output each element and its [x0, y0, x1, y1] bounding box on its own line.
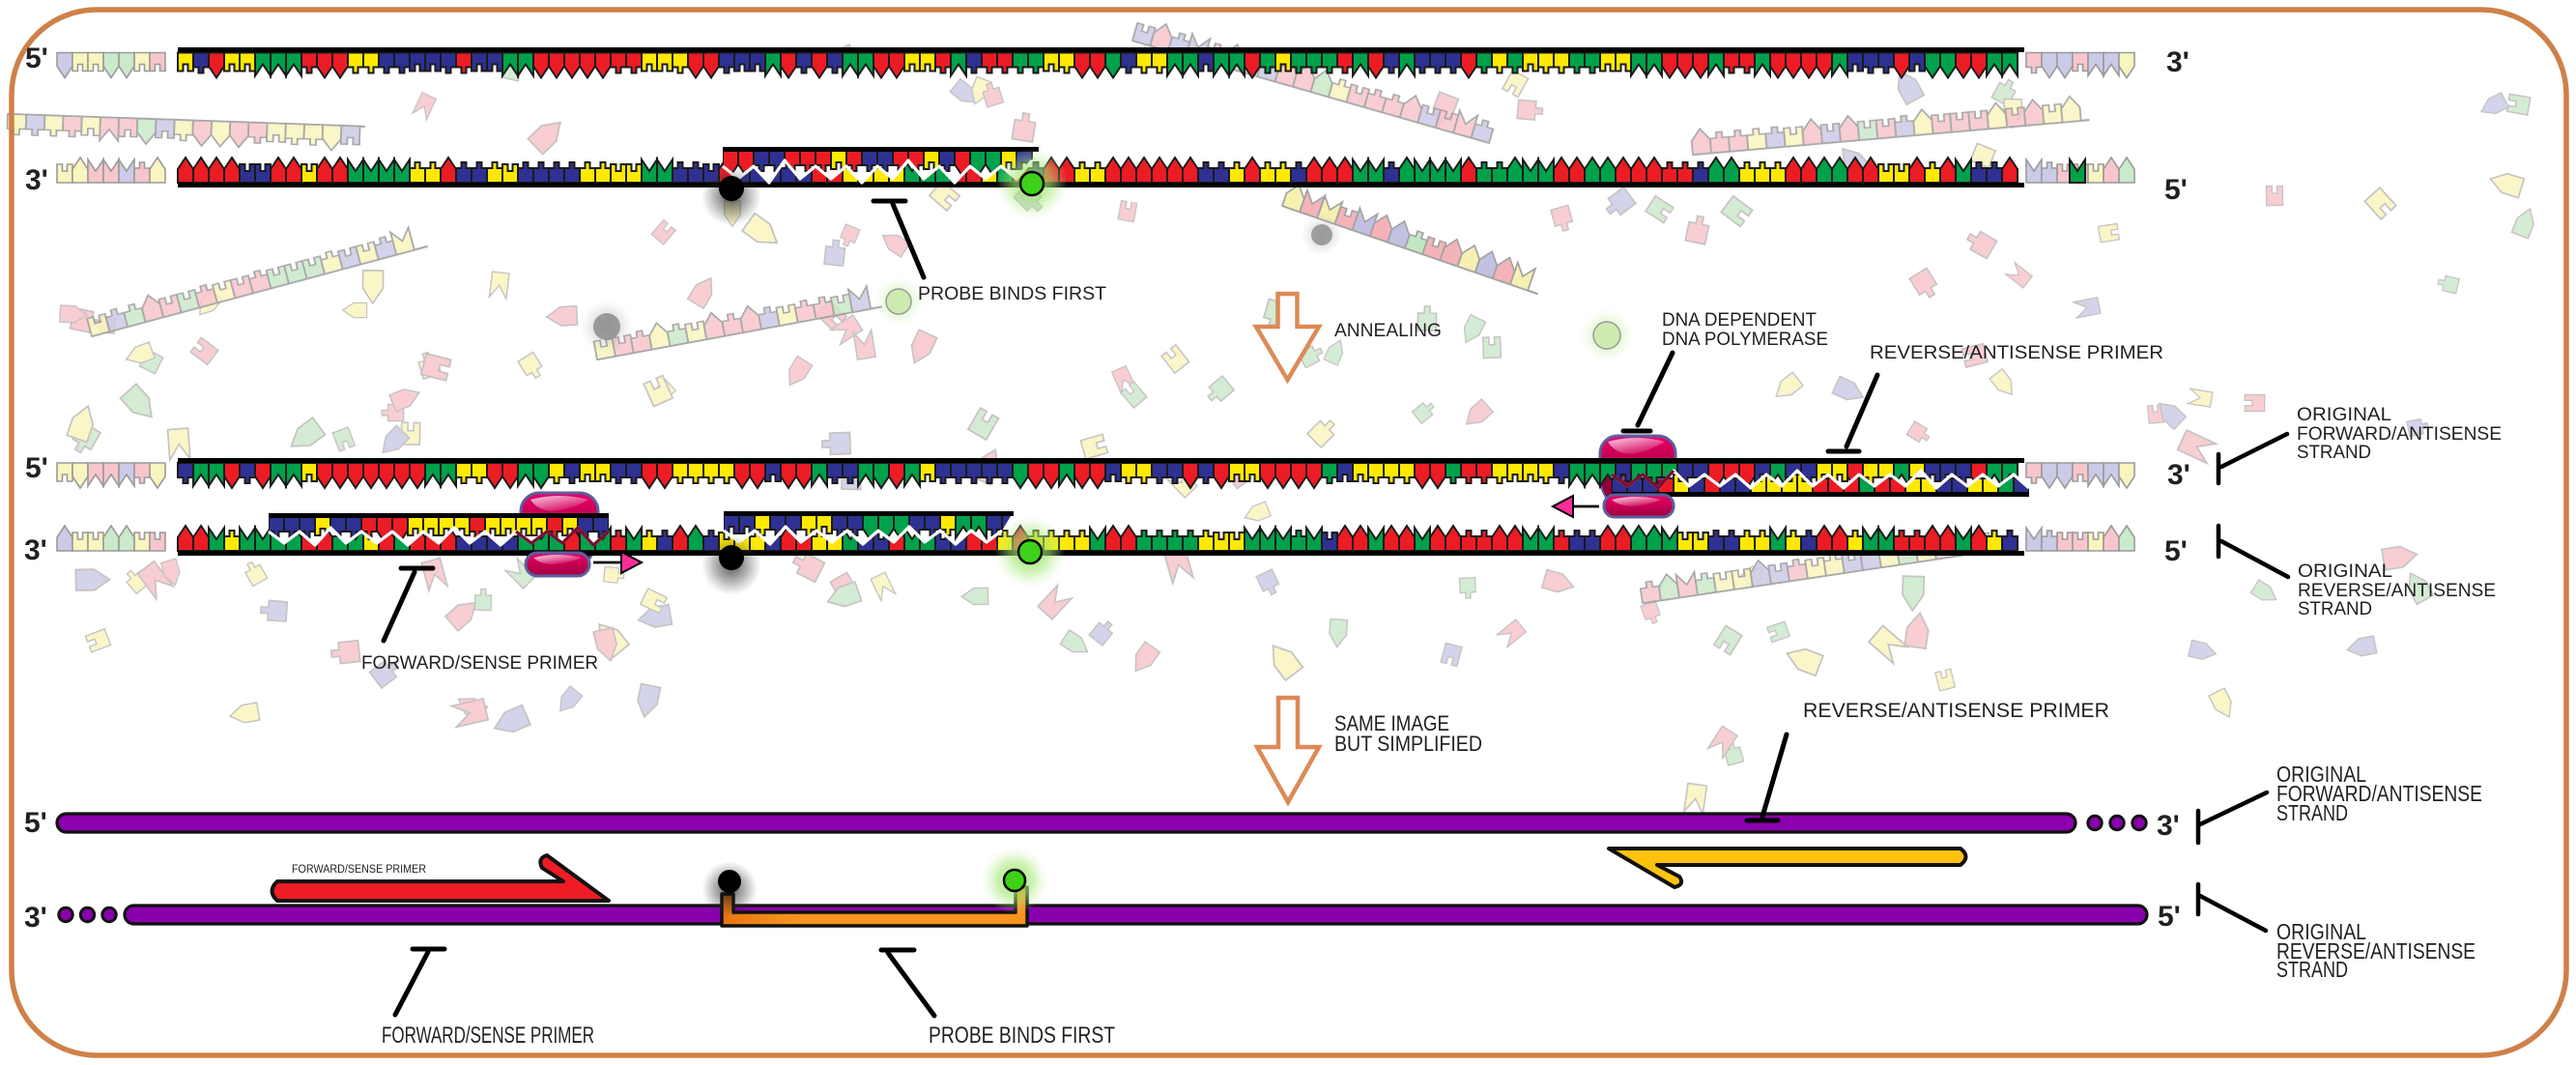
svg-text:PROBE BINDS FIRST: PROBE BINDS FIRST [929, 1022, 1115, 1049]
svg-text:3': 3' [25, 164, 48, 196]
svg-text:ANNEALING: ANNEALING [1334, 320, 1442, 341]
svg-text:ORIGINAL: ORIGINAL [2298, 561, 2392, 582]
svg-text:REVERSE/ANTISENSE: REVERSE/ANTISENSE [2298, 580, 2496, 601]
svg-text:DNA POLYMERASE: DNA POLYMERASE [1662, 329, 1828, 350]
svg-text:3': 3' [24, 902, 47, 934]
svg-text:FORWARD/SENSE PRIMER: FORWARD/SENSE PRIMER [292, 864, 426, 876]
svg-text:STRAND: STRAND [2298, 598, 2372, 619]
svg-text:DNA DEPENDENT: DNA DEPENDENT [1662, 309, 1817, 331]
svg-text:FORWARD/ANTISENSE: FORWARD/ANTISENSE [2297, 423, 2502, 445]
svg-text:5': 5' [2164, 535, 2188, 567]
svg-text:SAME IMAGE: SAME IMAGE [1334, 711, 1449, 735]
svg-text:REVERSE/ANTISENSE PRIMER: REVERSE/ANTISENSE PRIMER [1870, 342, 2163, 363]
svg-text:ORIGINAL: ORIGINAL [2276, 762, 2366, 787]
svg-text:3': 3' [2157, 810, 2180, 842]
svg-text:5': 5' [2158, 901, 2181, 933]
svg-text:3': 3' [24, 534, 47, 566]
svg-text:5': 5' [24, 807, 47, 839]
svg-text:STRAND: STRAND [2276, 800, 2348, 825]
svg-text:ORIGINAL: ORIGINAL [2297, 404, 2391, 425]
svg-text:STRAND: STRAND [2276, 957, 2348, 982]
svg-text:STRAND: STRAND [2297, 442, 2371, 463]
svg-text:FORWARD/SENSE PRIMER: FORWARD/SENSE PRIMER [382, 1022, 594, 1049]
svg-text:3': 3' [2166, 46, 2190, 78]
svg-text:5': 5' [25, 43, 48, 74]
svg-text:5': 5' [25, 452, 48, 484]
svg-text:ORIGINAL: ORIGINAL [2276, 919, 2366, 944]
svg-text:REVERSE/ANTISENSE: REVERSE/ANTISENSE [2276, 938, 2476, 964]
svg-text:FORWARD/SENSE PRIMER: FORWARD/SENSE PRIMER [361, 652, 598, 674]
svg-text:FORWARD/ANTISENSE: FORWARD/ANTISENSE [2276, 781, 2482, 806]
svg-text:REVERSE/ANTISENSE PRIMER: REVERSE/ANTISENSE PRIMER [1803, 700, 2109, 722]
svg-text:3': 3' [2167, 459, 2190, 491]
svg-text:BUT SIMPLIFIED: BUT SIMPLIFIED [1334, 732, 1482, 756]
svg-text:5': 5' [2164, 174, 2188, 206]
svg-text:PROBE BINDS FIRST: PROBE BINDS FIRST [918, 283, 1106, 304]
